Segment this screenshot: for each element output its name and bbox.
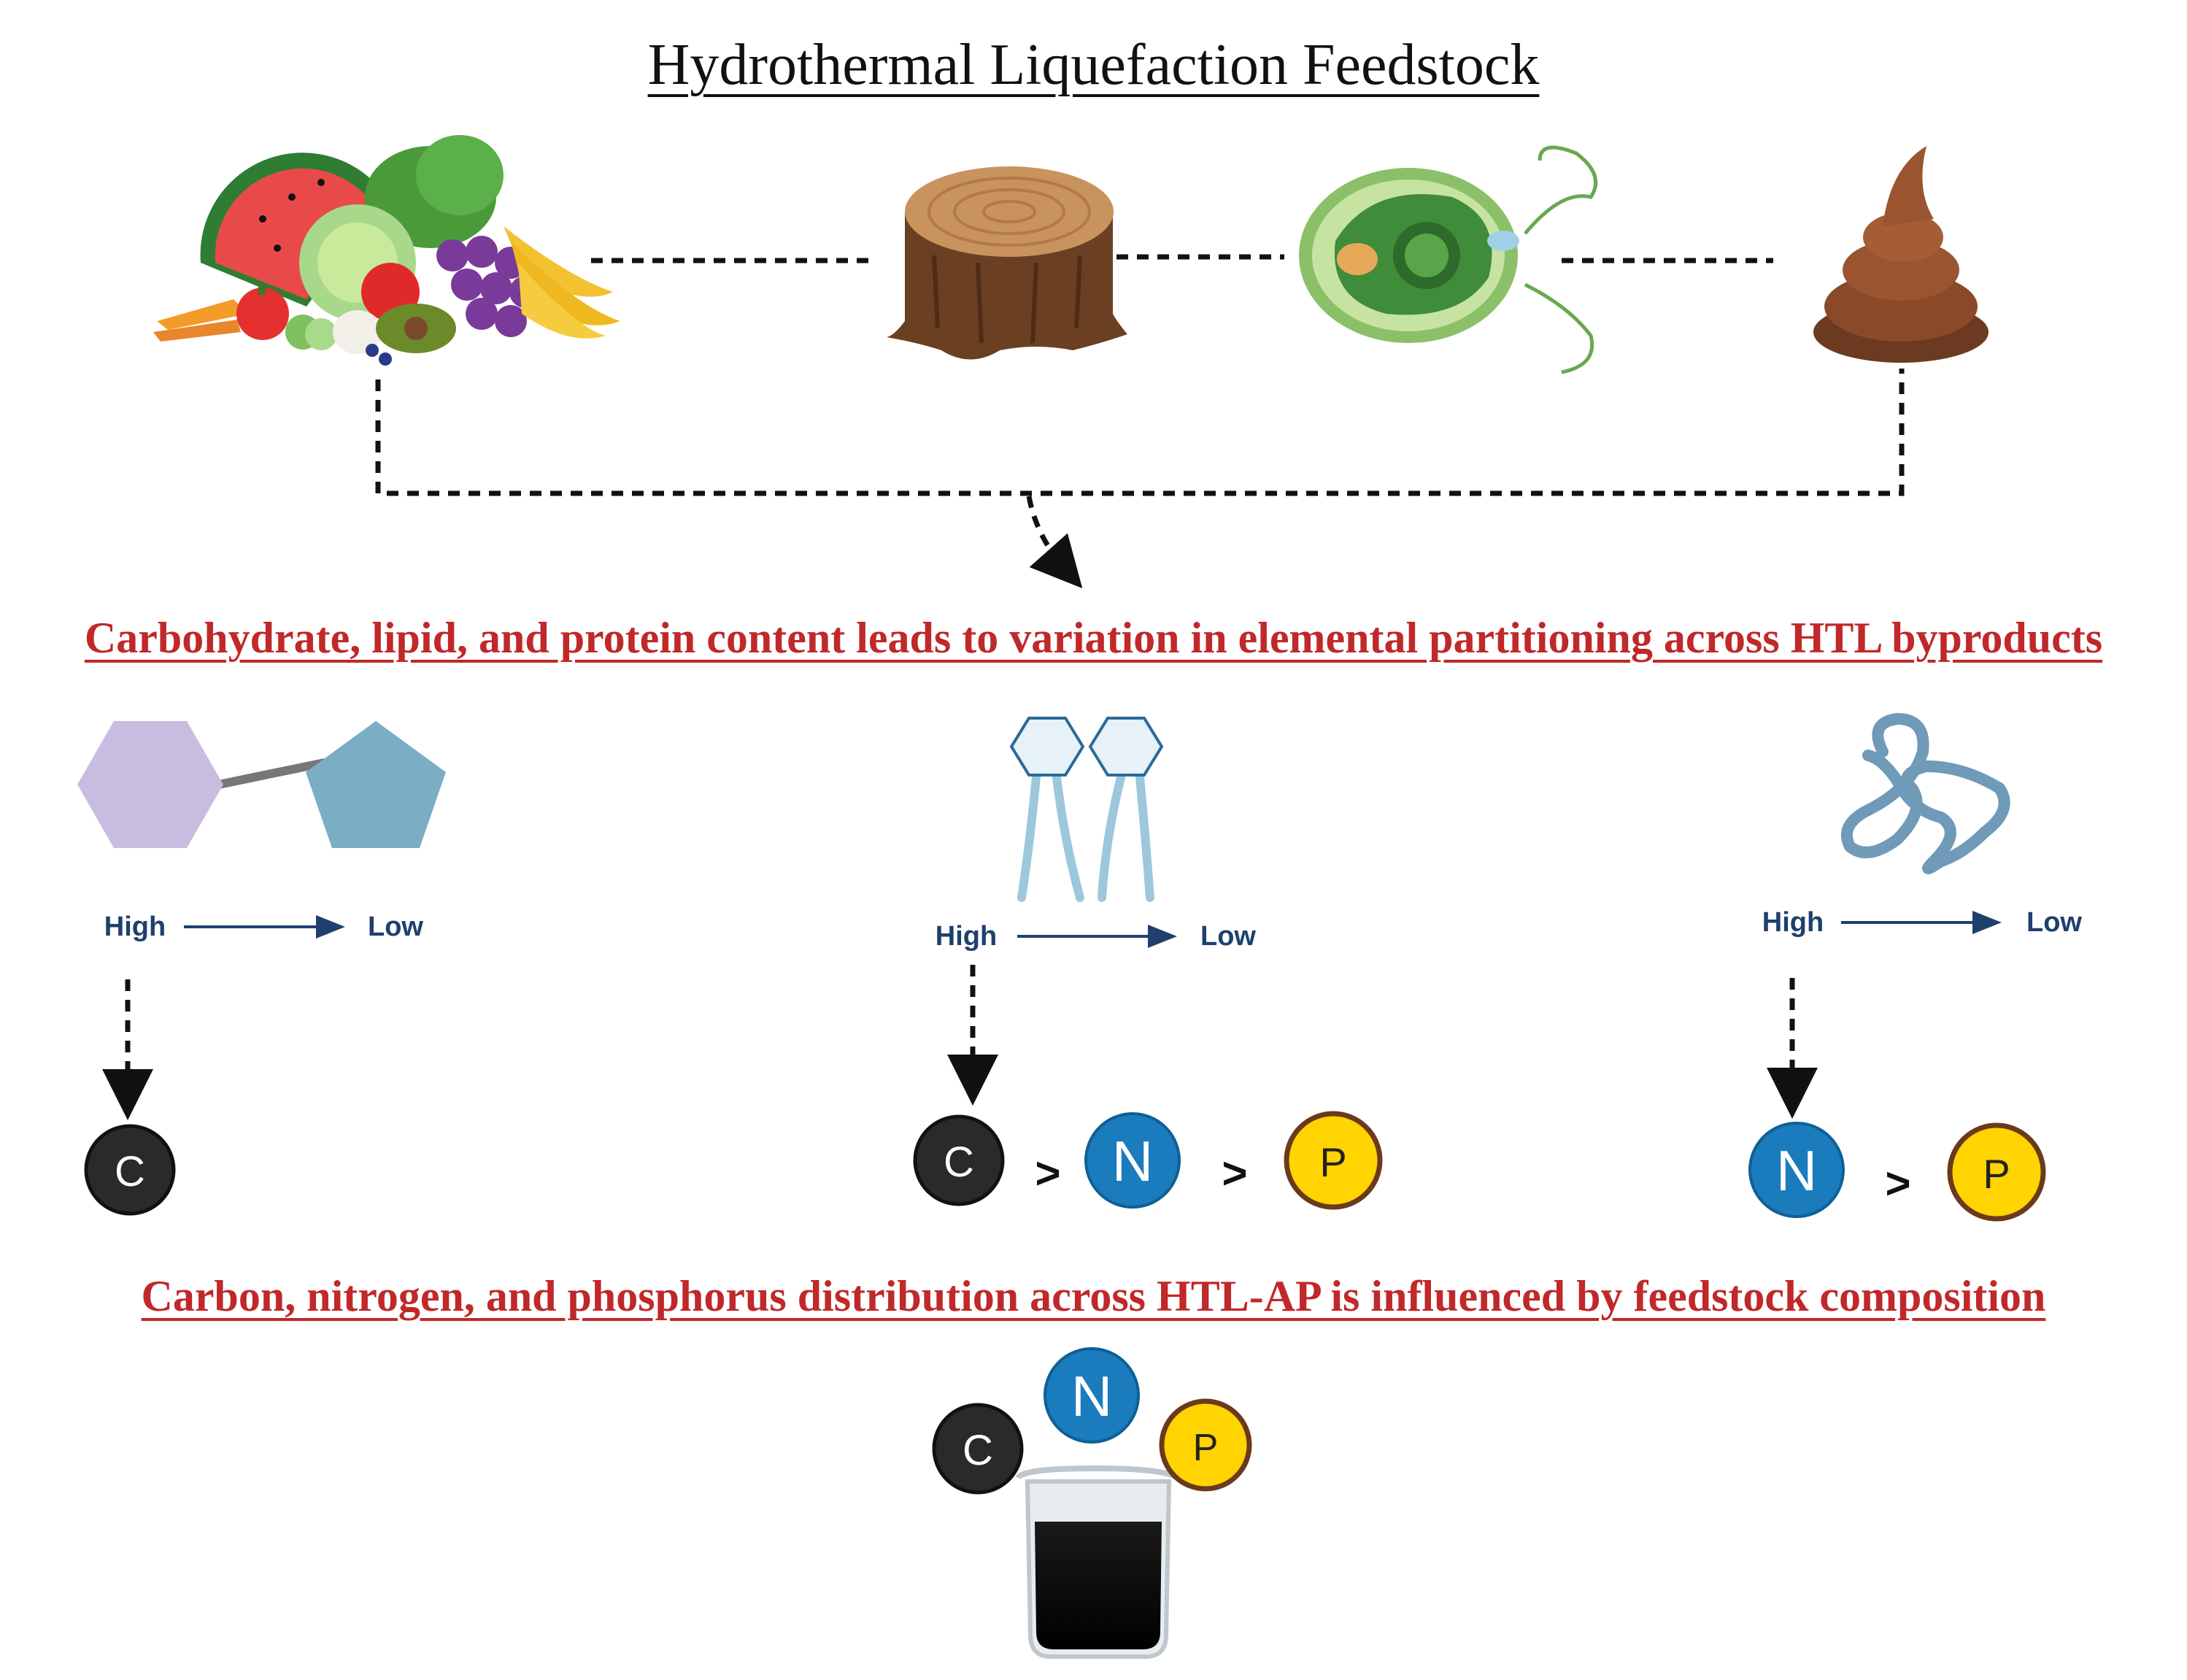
carbon-label: C <box>115 1148 145 1195</box>
comparator: > <box>1222 1149 1247 1198</box>
phosphorus-label: P <box>1319 1139 1346 1185</box>
carbon-label: C <box>944 1138 974 1186</box>
manure-icon <box>1813 146 1989 363</box>
protein-low-label: Low <box>2026 907 2082 938</box>
nitrogen-label: N <box>1776 1138 1817 1203</box>
tree-stump-icon <box>887 166 1127 360</box>
carbohydrate-low-label: Low <box>368 912 423 942</box>
nitrogen-label: N <box>1112 1129 1153 1193</box>
lipid-icon <box>1009 717 1164 902</box>
lipid-high-label: High <box>936 921 997 952</box>
beaker-icon <box>1015 1465 1179 1659</box>
carbohydrate-carbon: C <box>84 1124 176 1216</box>
fruit-vegetable-icon <box>153 135 620 366</box>
distribution-heading: Carbon, nitrogen, and phosphorus distrib… <box>141 1272 2046 1320</box>
algae-cell-icon <box>1299 145 1598 374</box>
carbon-label: C <box>963 1427 993 1474</box>
beaker-nitrogen: N <box>1044 1347 1140 1444</box>
beaker-carbon: C <box>932 1403 1024 1495</box>
partitioning-heading: Carbohydrate, lipid, and protein content… <box>84 614 2103 662</box>
carbohydrate-high-label: High <box>104 912 166 942</box>
protein-phosphorus: P <box>1947 1122 2046 1222</box>
comparator: > <box>1035 1149 1060 1198</box>
lipid-carbon: C <box>913 1114 1005 1206</box>
lipid-low-label: Low <box>1200 921 1256 952</box>
diagram-title: Hydrothermal Liquefaction Feedstock <box>647 33 1540 97</box>
partition-arrows <box>102 965 1818 1120</box>
beaker-phosphorus: P <box>1159 1398 1252 1492</box>
lipid-nitrogen: N <box>1084 1112 1181 1209</box>
protein-nitrogen: N <box>1748 1122 1845 1218</box>
phosphorus-label: P <box>1193 1427 1219 1469</box>
carbohydrate-icon <box>77 721 446 848</box>
phosphorus-label: P <box>1983 1151 2010 1197</box>
comparator: > <box>1885 1159 1910 1208</box>
protein-icon <box>1841 713 2010 874</box>
nitrogen-label: N <box>1071 1364 1112 1428</box>
feedstock-connectors <box>375 254 1905 589</box>
protein-high-label: High <box>1762 907 1824 938</box>
gradient-arrows <box>184 911 2002 948</box>
lipid-phosphorus: P <box>1284 1111 1383 1210</box>
